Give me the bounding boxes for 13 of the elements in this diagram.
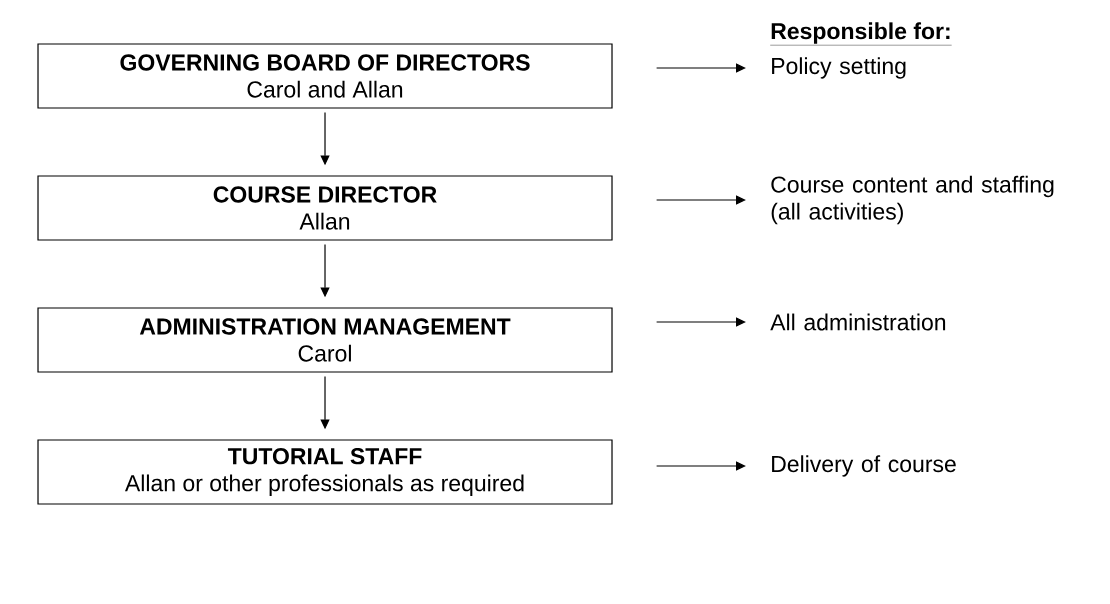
responsibility-text: Policy setting <box>772 57 906 79</box>
arrow <box>656 63 746 73</box>
org-box: TUTORIAL STAFF Allan or other professionals as required <box>37 439 613 505</box>
responsibility-text: Delivery of course <box>772 455 956 477</box>
responsibility-text: All administration <box>770 313 946 331</box>
arrow <box>656 195 746 205</box>
responsibility-text: Course content and staffing (all activities) <box>771 175 1054 225</box>
org-box: ADMINISTRATION MANAGEMENT Carol <box>37 307 613 373</box>
org-box: GOVERNING BOARD OF DIRECTORS Carol and Allan <box>37 43 613 109</box>
org-box: COURSE DIRECTOR Allan <box>37 175 613 241</box>
arrow <box>656 317 746 327</box>
arrow <box>656 461 746 471</box>
heading: Responsible for: <box>770 22 952 46</box>
